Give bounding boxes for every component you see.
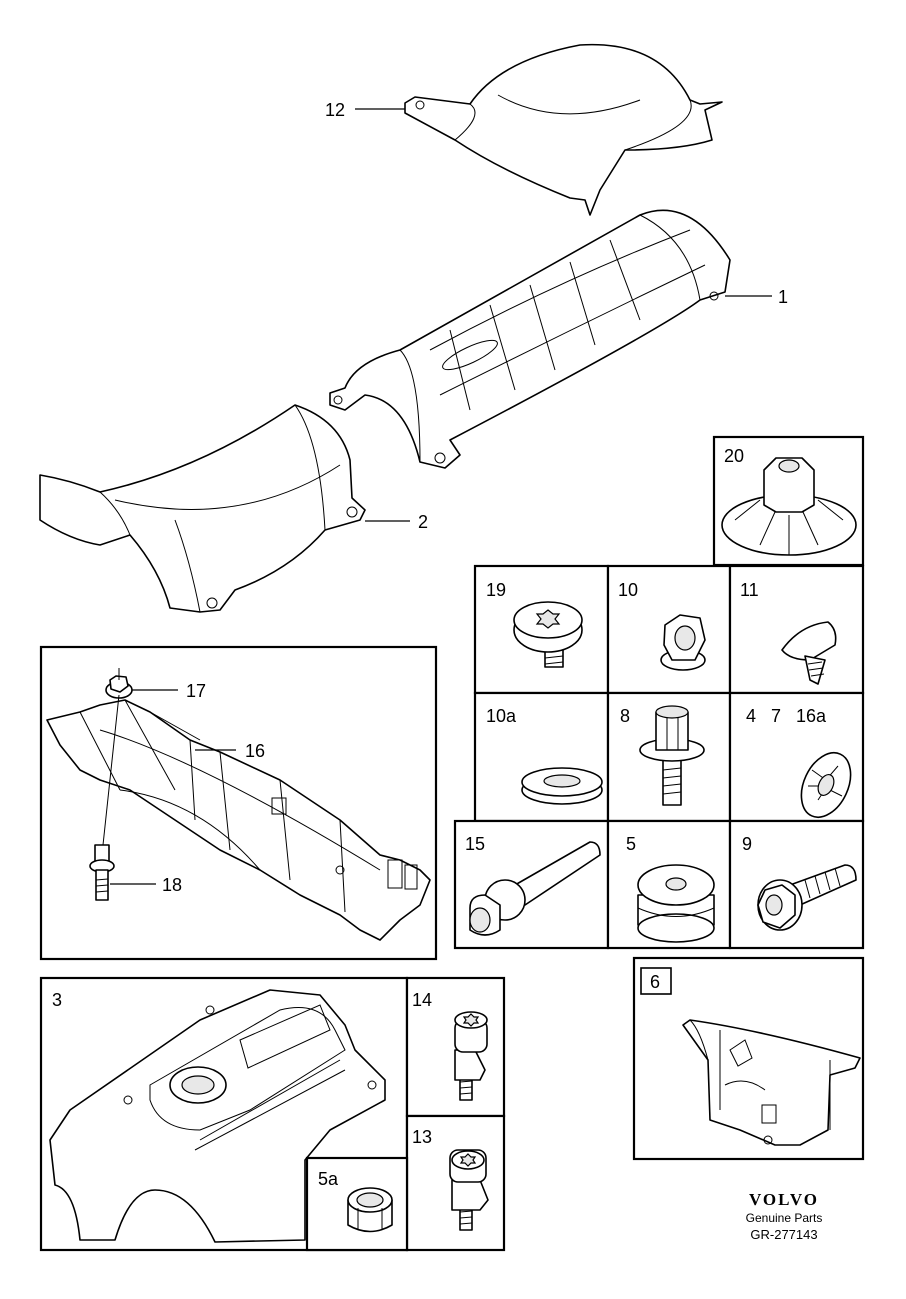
callout-13: 13 xyxy=(412,1127,432,1147)
callout-20: 20 xyxy=(724,446,744,466)
part-20-nut-grommet xyxy=(721,457,857,556)
callout-8: 8 xyxy=(620,706,630,726)
brand-block: VOLVO Genuine Parts GR-277143 xyxy=(724,1190,844,1242)
part-16-bracket xyxy=(46,699,431,941)
callout-14: 14 xyxy=(412,990,432,1010)
part-13-torx-bolt xyxy=(449,1149,489,1231)
part-11-clip xyxy=(781,621,837,685)
callout-1: 1 xyxy=(778,287,788,307)
part-1-heat-shield xyxy=(329,209,731,469)
volvo-logo: VOLVO xyxy=(748,1190,820,1209)
part-6-bracket xyxy=(682,1019,861,1146)
box-11 xyxy=(728,564,865,695)
part-10a-washer xyxy=(521,767,603,805)
part-10-flange-nut xyxy=(660,614,706,671)
assembly-line xyxy=(102,694,120,846)
callout-10a: 10a xyxy=(486,706,517,726)
part-2-heat-shield xyxy=(39,404,366,613)
part-5a-grommet xyxy=(347,1187,393,1233)
part-17-nut xyxy=(105,668,133,699)
callout-18: 18 xyxy=(162,875,182,895)
part-14-torx-bolt xyxy=(454,1011,488,1101)
callout-17: 17 xyxy=(186,681,206,701)
part-15-rivet xyxy=(469,841,601,936)
callout-10: 10 xyxy=(618,580,638,600)
part-3-engine-cover xyxy=(49,989,386,1243)
callout-9: 9 xyxy=(742,834,752,854)
callout-5: 5 xyxy=(626,834,636,854)
callout-11: 11 xyxy=(740,580,759,600)
callout-16: 16 xyxy=(245,741,265,761)
callout-12: 12 xyxy=(325,100,345,120)
diagram-code: GR-277143 xyxy=(750,1227,818,1242)
part-12-heat-shield xyxy=(404,43,723,216)
part-9-flange-bolt xyxy=(757,864,857,931)
part-18-stud xyxy=(89,844,115,901)
callout-19: 19 xyxy=(486,580,506,600)
part-19-torx-screw xyxy=(513,601,583,668)
part-5-grommet xyxy=(637,864,715,943)
part-4-7-16a-push-nut xyxy=(800,752,852,818)
brand-subtitle: Genuine Parts xyxy=(745,1211,823,1225)
callout-6: 6 xyxy=(650,972,660,992)
callout-6-frame xyxy=(640,967,672,995)
part-8-stud xyxy=(639,705,705,806)
callout-2: 2 xyxy=(418,512,428,532)
callout-3: 3 xyxy=(52,990,62,1010)
callout-4-7-16a: 4 7 16a xyxy=(746,706,827,726)
callout-5a: 5a xyxy=(318,1169,339,1189)
callout-15: 15 xyxy=(465,834,485,854)
